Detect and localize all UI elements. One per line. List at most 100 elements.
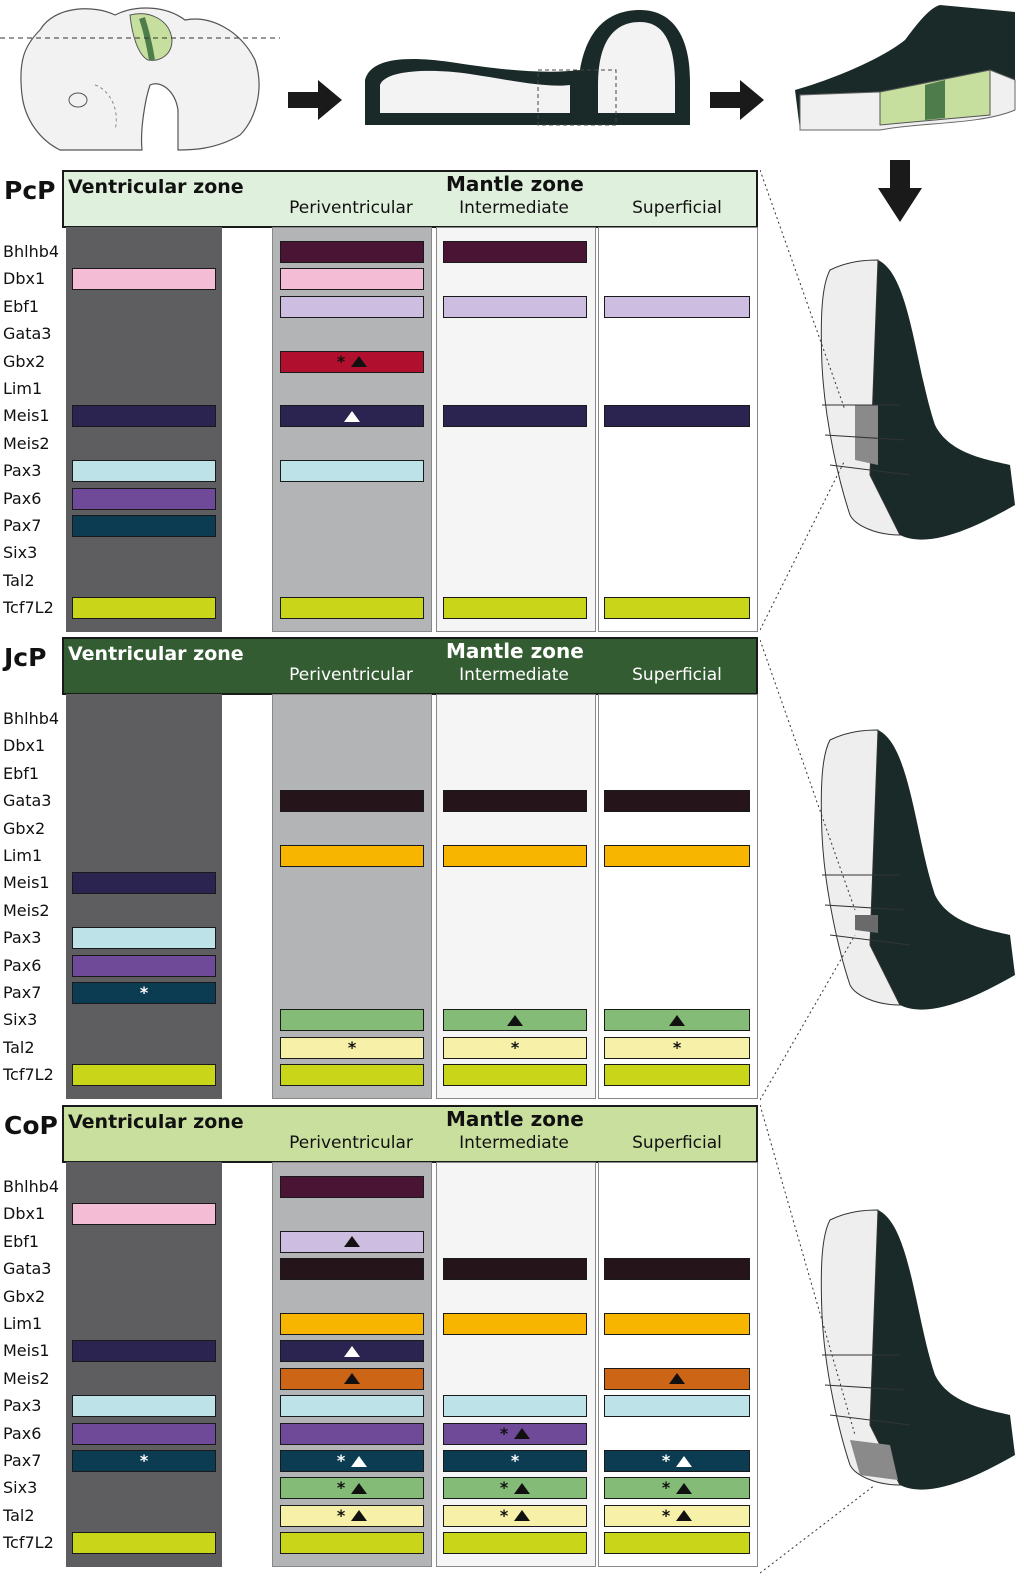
triangle-icon xyxy=(507,1014,523,1026)
gene-label: Six3 xyxy=(3,1478,38,1498)
expression-bar-tal2-p: * xyxy=(280,1036,424,1059)
gene-label: Bhlhb4 xyxy=(3,1177,60,1196)
section-label: PcP xyxy=(4,176,56,205)
gene-label: Bhlhb4 xyxy=(3,709,60,728)
expression-bar-dbx1-v xyxy=(72,1203,216,1226)
gene-label: Meis2 xyxy=(3,900,50,920)
gene-label: Ebf1 xyxy=(3,1231,40,1251)
asterisk-icon: * xyxy=(661,1478,671,1498)
expression-bar-bhlhb4-p xyxy=(280,1176,424,1198)
asterisk-icon: * xyxy=(661,1451,671,1470)
expression-bar-pax6-i: * xyxy=(443,1422,587,1445)
gene-label: Bhlhb4 xyxy=(3,242,60,261)
arrow-right-icon xyxy=(288,80,342,120)
expression-bar-pax3-v xyxy=(72,927,216,950)
expression-bar-tal2-i: * xyxy=(443,1036,587,1059)
expression-bar-tal2-p: * xyxy=(280,1504,424,1527)
expression-bar-gata3-s xyxy=(604,790,750,813)
gene-label: Tcf7L2 xyxy=(3,1533,54,1553)
expression-bar-pax7-s: * xyxy=(604,1450,750,1472)
neural-tube-illustrations xyxy=(760,169,1015,1574)
gene-label: Pax3 xyxy=(3,1396,42,1416)
gene-label: Lim1 xyxy=(3,846,43,865)
gene-label: Gata3 xyxy=(3,324,52,344)
expression-bar-pax3-s xyxy=(604,1395,750,1418)
section-label: JcP xyxy=(4,643,47,672)
zone-column-p xyxy=(272,694,432,1099)
expression-bar-gbx2-p: * xyxy=(280,350,424,373)
triangle-icon xyxy=(514,1482,531,1494)
triangle-icon xyxy=(676,1455,693,1467)
expression-bar-pax3-p xyxy=(280,460,424,483)
expression-bar-gata3-p xyxy=(280,1258,424,1281)
periventricular-label: Periventricular xyxy=(289,1133,413,1153)
superficial-label: Superficial xyxy=(632,198,722,218)
gene-label: Gbx2 xyxy=(3,351,46,371)
periventricular-label: Periventricular xyxy=(289,198,413,218)
intermediate-label: Intermediate xyxy=(459,198,569,218)
asterisk-icon: * xyxy=(661,1505,671,1525)
expression-bar-pax3-i xyxy=(443,1395,587,1418)
zone-column-v xyxy=(66,694,222,1099)
triangle-icon xyxy=(676,1482,693,1494)
expression-bar-dbx1-p xyxy=(280,268,424,291)
expression-bar-lim1-p xyxy=(280,845,424,867)
section-label: CoP xyxy=(4,1111,58,1140)
expression-bar-meis1-p xyxy=(280,1340,424,1363)
triangle-icon xyxy=(351,1455,368,1467)
expression-bar-pax7-v: * xyxy=(72,1450,216,1472)
triangle-icon xyxy=(351,356,368,368)
ventricular-zone-label: Ventricular zone xyxy=(68,1111,244,1133)
expression-bar-pax6-v xyxy=(72,487,216,510)
expression-bar-tcf7l2-s xyxy=(604,597,750,620)
gene-label: Tal2 xyxy=(3,570,35,590)
expression-bar-six3-s: * xyxy=(604,1477,750,1500)
expression-bar-gata3-i xyxy=(443,1258,587,1281)
arrow-right-icon xyxy=(710,80,764,120)
gene-label: Dbx1 xyxy=(3,269,46,289)
expression-bar-six3-p: * xyxy=(280,1477,424,1500)
mantle-zone-label: Mantle zone xyxy=(446,172,584,196)
gene-label: Gata3 xyxy=(3,791,52,811)
gene-label: Ebf1 xyxy=(3,763,40,783)
expression-bar-tcf7l2-v xyxy=(72,1532,216,1555)
expression-bar-ebf1-p xyxy=(280,1230,424,1253)
expression-bar-lim1-s xyxy=(604,1313,750,1335)
superficial-label: Superficial xyxy=(632,1133,722,1153)
gene-label: Tal2 xyxy=(3,1037,35,1057)
triangle-icon xyxy=(676,1510,693,1522)
ventricular-zone-label: Ventricular zone xyxy=(68,176,244,198)
prosomere-block-illustration xyxy=(795,5,1016,131)
zone-column-v xyxy=(66,1162,222,1567)
gene-label: Pax3 xyxy=(3,928,42,948)
gene-label: Gbx2 xyxy=(3,1286,46,1306)
expression-bar-pax7-i: * xyxy=(443,1450,587,1472)
gene-label: Pax3 xyxy=(3,461,42,481)
zone-column-v xyxy=(66,227,222,632)
expression-bar-tcf7l2-s xyxy=(604,1532,750,1555)
mantle-zone-label: Mantle zone xyxy=(446,639,584,663)
periventricular-label: Periventricular xyxy=(289,665,413,685)
asterisk-icon: * xyxy=(510,1451,520,1470)
gene-label: Six3 xyxy=(3,543,38,563)
asterisk-icon: * xyxy=(499,1423,509,1443)
superficial-label: Superficial xyxy=(632,665,722,685)
gene-label: Six3 xyxy=(3,1010,38,1030)
gene-label: Meis1 xyxy=(3,406,50,426)
expression-bar-ebf1-p xyxy=(280,295,424,318)
expression-bar-meis2-s xyxy=(604,1367,750,1390)
zone-column-i xyxy=(436,227,596,632)
gene-label: Pax7 xyxy=(3,516,42,535)
triangle-icon xyxy=(344,1345,360,1357)
gene-label: Pax6 xyxy=(3,955,42,975)
expression-bar-gata3-s xyxy=(604,1258,750,1281)
triangle-icon xyxy=(514,1510,531,1522)
gene-label: Pax6 xyxy=(3,488,42,508)
gene-label: Dbx1 xyxy=(3,736,46,756)
expression-bar-meis1-v xyxy=(72,872,216,895)
asterisk-icon: * xyxy=(139,983,149,1002)
expression-bar-lim1-i xyxy=(443,1313,587,1335)
expression-bar-pax6-v xyxy=(72,1422,216,1445)
zone-column-i xyxy=(436,694,596,1099)
brain-section-illustration xyxy=(365,10,690,126)
